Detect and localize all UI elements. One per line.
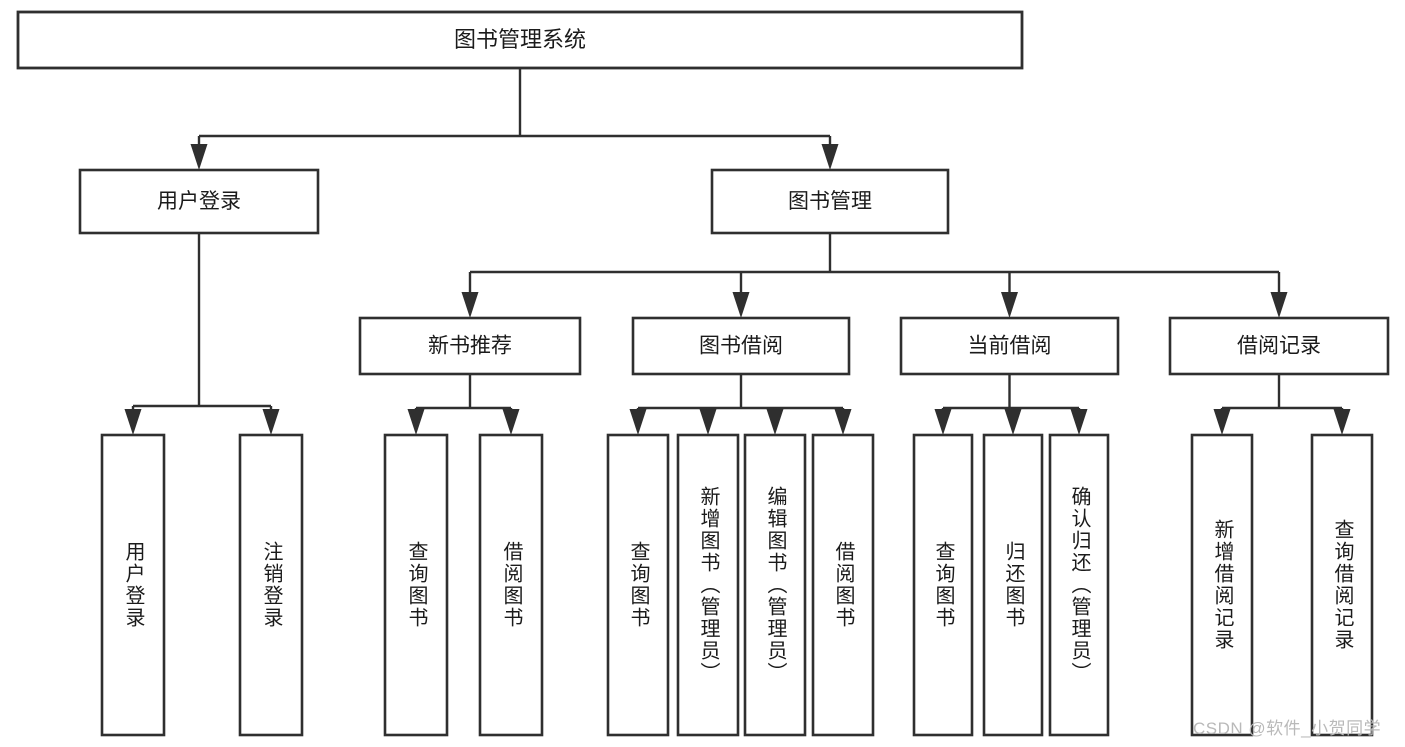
arrow-图书借阅-to-leaf-1-head xyxy=(699,409,717,435)
level1-node-0-label: 用户登录 xyxy=(157,190,241,213)
arrow-当前借阅-to-leaf-2 xyxy=(1070,408,1088,435)
level2-node-0[interactable]: 新书推荐 xyxy=(358,316,582,376)
arrow-图书借阅-to-leaf-3-head xyxy=(834,409,852,435)
level2-node-2-rect[interactable] xyxy=(899,316,1120,376)
level2-node-1-rect[interactable] xyxy=(631,316,851,376)
arrow-level1-to-level2-2 xyxy=(1001,272,1018,318)
arrow-新书推荐-to-leaf-0 xyxy=(407,408,425,435)
arrow-新书推荐-to-leaf-1-head xyxy=(502,409,520,435)
arrow-图书借阅-to-leaf-1 xyxy=(699,408,717,435)
arrow-level1-to-level2-0-head xyxy=(461,292,479,318)
arrow-图书借阅-to-leaf-0 xyxy=(629,408,647,435)
arrow-新书推荐-to-leaf-0-head xyxy=(407,409,425,435)
level1-node-1-label: 图书管理 xyxy=(788,190,872,213)
arrow-用户登录-to-leaf-1-head xyxy=(262,409,280,435)
level1-node-0[interactable]: 用户登录 xyxy=(78,168,320,235)
root-node[interactable]: 图书管理系统 xyxy=(16,10,1024,70)
arrow-当前借阅-to-leaf-0 xyxy=(934,408,952,435)
leaf-node-5[interactable] xyxy=(676,433,740,737)
leaf-node-2[interactable] xyxy=(383,433,449,737)
arrow-root-to-level1-1-head xyxy=(821,144,839,170)
arrow-用户登录-to-leaf-0-head xyxy=(124,409,142,435)
arrow-root-to-level1-0 xyxy=(190,136,208,170)
level1-node-1[interactable]: 图书管理 xyxy=(710,168,950,235)
leaf-node-7[interactable] xyxy=(811,433,875,737)
leaf-node-6[interactable] xyxy=(743,433,807,737)
arrow-借阅记录-to-leaf-1-head xyxy=(1333,409,1351,435)
arrow-图书借阅-to-leaf-2 xyxy=(766,408,784,435)
level1-node-0-rect[interactable] xyxy=(78,168,320,235)
arrow-借阅记录-to-leaf-0-head xyxy=(1213,409,1231,435)
leaf-node-10[interactable] xyxy=(1048,433,1110,737)
level2-node-3-label: 借阅记录 xyxy=(1237,335,1321,358)
level2-node-0-rect[interactable] xyxy=(358,316,582,376)
watermark-text: CSDN @软件_小贺同学 xyxy=(1193,719,1382,738)
arrow-图书借阅-to-leaf-2-head xyxy=(766,409,784,435)
leaf-node-9[interactable] xyxy=(982,433,1044,737)
arrow-新书推荐-to-leaf-1 xyxy=(502,408,520,435)
arrow-当前借阅-to-leaf-2-head xyxy=(1070,409,1088,435)
arrow-用户登录-to-leaf-0 xyxy=(124,406,142,435)
arrow-用户登录-to-leaf-1 xyxy=(262,406,280,435)
leaf-node-3[interactable] xyxy=(478,433,544,737)
arrow-图书借阅-to-leaf-0-head xyxy=(629,409,647,435)
level2-node-3[interactable]: 借阅记录 xyxy=(1168,316,1390,376)
leaf-node-11[interactable] xyxy=(1190,433,1254,737)
arrow-当前借阅-to-leaf-1-head xyxy=(1004,409,1022,435)
arrow-当前借阅-to-leaf-1 xyxy=(1004,408,1022,435)
level2-node-2[interactable]: 当前借阅 xyxy=(899,316,1120,376)
arrow-level1-to-level2-3-head xyxy=(1270,292,1288,318)
arrow-图书借阅-to-leaf-3 xyxy=(834,408,852,435)
level2-node-3-rect[interactable] xyxy=(1168,316,1390,376)
leaf-node-8[interactable] xyxy=(912,433,974,737)
level2-node-0-label: 新书推荐 xyxy=(428,335,512,358)
arrow-level1-to-level2-2-head xyxy=(1001,292,1018,318)
connector-layer xyxy=(124,68,1351,435)
root-node-rect[interactable] xyxy=(16,10,1024,70)
level2-node-2-label: 当前借阅 xyxy=(968,335,1052,358)
arrow-level1-to-level2-1 xyxy=(732,272,750,318)
arrow-借阅记录-to-leaf-0 xyxy=(1213,408,1231,435)
arrow-当前借阅-to-leaf-0-head xyxy=(934,409,952,435)
arrow-root-to-level1-1 xyxy=(821,136,839,170)
arrow-root-to-level1-0-head xyxy=(190,144,208,170)
leaf-node-1[interactable] xyxy=(238,433,304,737)
level2-node-1-label: 图书借阅 xyxy=(699,335,783,358)
root-node-label: 图书管理系统 xyxy=(454,27,586,52)
arrow-借阅记录-to-leaf-1 xyxy=(1333,408,1351,435)
leaf-node-4[interactable] xyxy=(606,433,670,737)
arrow-level1-to-level2-0 xyxy=(461,272,479,318)
level1-node-1-rect[interactable] xyxy=(710,168,950,235)
arrow-level1-to-level2-3 xyxy=(1270,272,1288,318)
arrow-level1-to-level2-1-head xyxy=(732,292,750,318)
level2-node-1[interactable]: 图书借阅 xyxy=(631,316,851,376)
leaf-node-12[interactable] xyxy=(1310,433,1374,737)
leaf-node-0[interactable] xyxy=(100,433,166,737)
